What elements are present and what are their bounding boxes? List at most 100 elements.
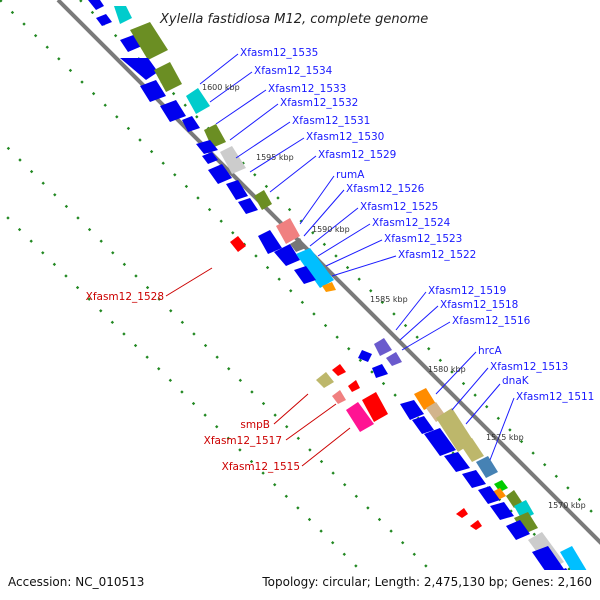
cds-forward	[506, 520, 530, 540]
gene-orange	[492, 488, 506, 500]
gene-orange	[322, 282, 336, 292]
cds-forward	[462, 470, 486, 488]
cds-forward	[226, 180, 248, 200]
gene-label: smpB	[240, 419, 270, 431]
cds-forward	[160, 100, 186, 122]
tick-label: 1600 kbp	[202, 83, 240, 92]
gene-sky	[296, 248, 334, 288]
accession-text: Accession: NC_010513	[8, 575, 144, 589]
gene-label: Xfasm12_1522	[398, 249, 476, 261]
tick-label: 1580 kbp	[428, 365, 466, 374]
cds-forward	[478, 486, 500, 504]
cds-reverse	[348, 380, 360, 392]
gene-green	[494, 480, 508, 492]
cds-forward	[140, 80, 166, 102]
gene-olive	[154, 62, 182, 92]
gene-khaki	[436, 408, 474, 452]
gene-label: Xfasm12_1530	[306, 131, 384, 143]
summary-text: Topology: circular; Length: 2,475,130 bp…	[261, 575, 592, 589]
cds-forward	[120, 58, 158, 80]
gene-label: Xfasm12_1532	[280, 97, 358, 109]
gene-khaki	[460, 438, 484, 462]
gene-label: Xfasm12_1511	[516, 391, 594, 403]
cds-forward	[96, 14, 112, 26]
left-gene-labels: Xfasm12_1528 smpB Xfasm12_1517 Xfasm12_1…	[86, 291, 300, 473]
dotted-track-left-1	[0, 138, 462, 600]
genome-backbone	[56, 0, 600, 545]
cds-reverse	[470, 520, 482, 530]
gene-grey	[220, 146, 246, 174]
cds-forward	[208, 164, 232, 184]
cds-reverse	[332, 364, 346, 376]
tick-label: 1595 kbp	[256, 153, 294, 162]
gene-orange	[414, 388, 436, 410]
tick-label: 1570 kbp	[548, 501, 586, 510]
gene-label: Xfasm12_1534	[254, 65, 333, 77]
cds-forward	[424, 428, 456, 456]
gene-dark-grey	[290, 238, 306, 252]
right-leader-lines	[199, 53, 515, 461]
gene-label: Xfasm12_1516	[452, 315, 531, 327]
cds-forward	[412, 416, 434, 434]
cds-forward	[444, 452, 470, 472]
gene-slate	[386, 352, 402, 366]
cds-forward	[294, 266, 316, 284]
gene-label: Xfasm12_1519	[428, 285, 506, 297]
gene-label: Xfasm12_1525	[360, 201, 438, 213]
gene-steel	[476, 456, 498, 478]
cds-forward	[182, 116, 200, 132]
reverse-strand-features	[230, 236, 482, 530]
cds-reverse	[456, 508, 468, 518]
cds-reverse	[362, 392, 388, 422]
cds-forward	[274, 244, 300, 266]
gene-label: Xfasm12_1518	[440, 299, 518, 311]
cds-forward	[490, 502, 514, 520]
right-gene-labels: Xfasm12_1535 Xfasm12_1534 Xfasm12_1533 X…	[240, 47, 594, 403]
gene-label: Xfasm12_1524	[372, 217, 451, 229]
gene-pink	[346, 402, 374, 432]
gene-label: Xfasm12_1528	[86, 291, 164, 303]
gene-label: Xfasm12_1517	[204, 435, 282, 447]
tick-label: 1585 kbp	[370, 295, 408, 304]
gene-salmon	[332, 390, 346, 404]
gene-cyan	[114, 6, 132, 24]
dotted-track-right	[79, 0, 600, 522]
gene-label: Xfasm12_1533	[268, 83, 346, 95]
gene-label: rumA	[336, 169, 365, 181]
gene-label: Xfasm12_1513	[490, 361, 568, 373]
gene-label: Xfasm12_1531	[292, 115, 370, 127]
gene-label: Xfasm12_1535	[240, 47, 318, 59]
gene-olive	[130, 22, 168, 60]
cds-forward	[202, 152, 218, 164]
gene-label: Xfasm12_1515	[222, 461, 300, 473]
tick-label: 1575 kbp	[486, 433, 524, 442]
map-title: Xylella fastidiosa M12, complete genome	[159, 12, 428, 27]
cds-reverse	[230, 236, 246, 252]
footer-bg	[0, 570, 600, 600]
gene-slate	[374, 338, 392, 356]
cds-forward	[88, 0, 104, 10]
gene-olive	[514, 512, 538, 534]
cds-forward	[238, 198, 258, 214]
gene-label: Xfasm12_1529	[318, 149, 396, 161]
cds-forward	[258, 230, 282, 254]
coordinate-ticks: 1600 kbp 1595 kbp 1590 kbp 1585 kbp 1580…	[202, 83, 586, 510]
cds-forward	[358, 350, 372, 362]
gene-salmon	[276, 218, 300, 244]
title-bg	[156, 8, 446, 28]
left-leader-lines	[165, 267, 351, 467]
gene-olive	[506, 490, 522, 508]
gene-olive	[254, 190, 272, 210]
gene-khaki	[316, 372, 334, 388]
gene-label: dnaK	[502, 375, 530, 387]
gene-cyan	[186, 88, 210, 114]
cds-forward	[372, 364, 388, 378]
dotted-track-left-2	[0, 208, 392, 600]
tick-label: 1590 kbp	[312, 225, 350, 234]
gene-label: Xfasm12_1523	[384, 233, 462, 245]
cds-forward	[196, 140, 218, 154]
gene-label: hrcA	[478, 345, 503, 357]
cds-forward	[400, 400, 424, 420]
